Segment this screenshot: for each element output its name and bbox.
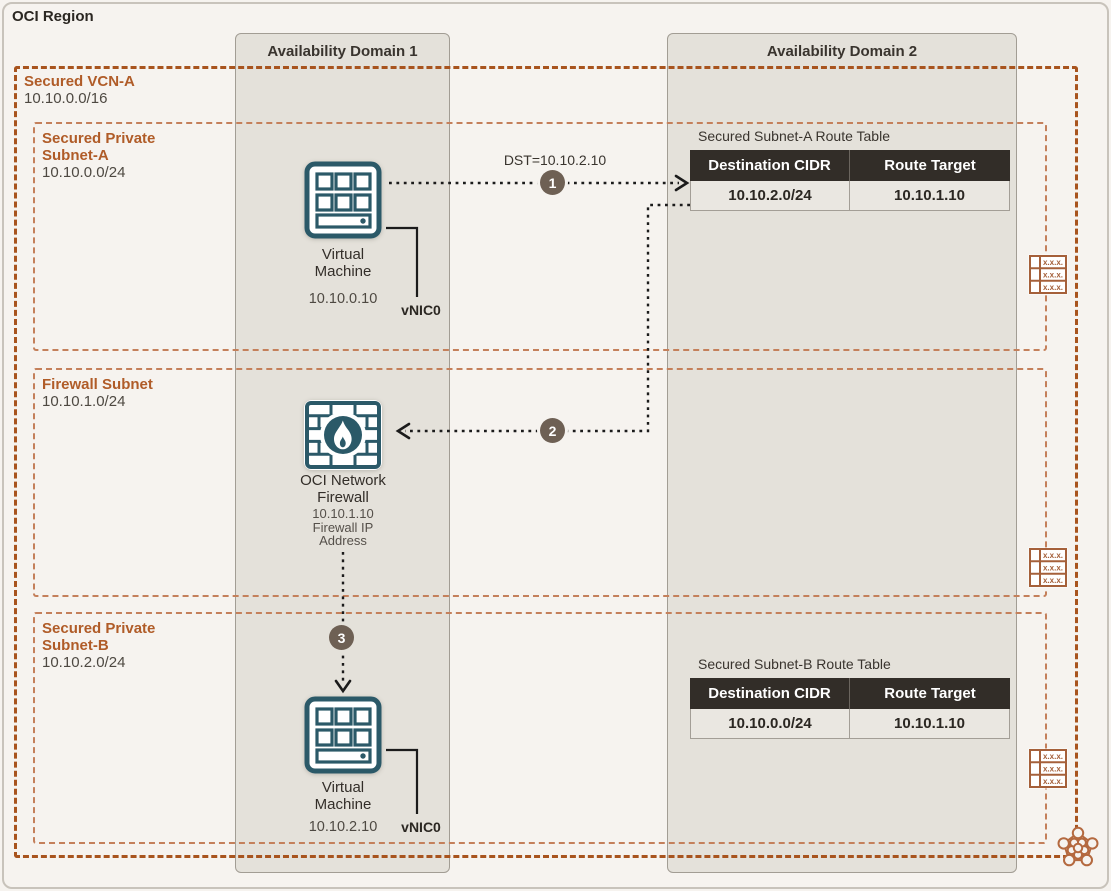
route-table-icon: x.x.x. x.x.x. x.x.x. (1028, 547, 1068, 588)
subnet-a-name-line1: Secured Private (42, 130, 156, 147)
route-table-b-header-target: Route Target (850, 678, 1010, 709)
route-table-icon-text: x.x.x. (1043, 764, 1063, 773)
route-table-a-header-target: Route Target (850, 150, 1010, 181)
availability-domain-2-title: Availability Domain 2 (766, 43, 918, 60)
vm-b-name-line2: Machine (314, 796, 372, 813)
route-table-b: Destination CIDR Route Target 10.10.0.0/… (690, 678, 1010, 739)
route-table-icon-text: x.x.x. (1043, 551, 1063, 560)
firewall-name-line2: Firewall (317, 489, 369, 506)
region-title: OCI Region (12, 8, 94, 25)
virtual-machine-icon (304, 696, 382, 774)
vcn-cidr: 10.10.0.0/16 (24, 90, 108, 107)
firewall-subnet-label: Firewall Subnet 10.10.1.0/24 (42, 376, 153, 410)
firewall-role-line2: Address (319, 533, 367, 548)
subnet-b-name-line2: Subnet-B (42, 637, 109, 654)
dst-annotation: DST=10.10.2.10 (503, 152, 607, 168)
route-table-icon-text: x.x.x. (1043, 283, 1063, 292)
route-table-icon-text: x.x.x. (1043, 258, 1063, 267)
flame-glyph (334, 420, 352, 450)
route-table-icon: x.x.x. x.x.x. x.x.x. (1028, 254, 1068, 295)
route-table-b-header-destination: Destination CIDR (690, 678, 850, 709)
route-table-b-cell-target: 10.10.1.10 (850, 709, 1010, 739)
step-badge-3: 3 (329, 625, 354, 650)
subnet-a-name-line2: Subnet-A (42, 147, 109, 164)
route-table-icon-text: x.x.x. (1043, 777, 1063, 786)
firewall-label: OCI Network Firewall (263, 472, 423, 506)
vm-b-ip: 10.10.2.10 (308, 819, 378, 835)
firewall-ip-block: 10.10.1.10 Firewall IP Address (263, 507, 423, 548)
route-table-a-cell-destination: 10.10.2.0/24 (690, 181, 850, 211)
firewall-subnet-cidr: 10.10.1.0/24 (42, 393, 126, 410)
subnet-b-cidr: 10.10.2.0/24 (42, 654, 126, 671)
vm-a-ip: 10.10.0.10 (308, 291, 378, 307)
vm-a-label: Virtual Machine (263, 246, 423, 280)
firewall-name-line1: OCI Network (300, 472, 386, 489)
firewall-role-line1: Firewall IP (312, 519, 374, 535)
route-table-a-header-destination: Destination CIDR (690, 150, 850, 181)
network-firewall-icon (304, 400, 382, 470)
route-table-a-cell-target: 10.10.1.10 (850, 181, 1010, 211)
route-table-b-cell-destination: 10.10.0.0/24 (690, 709, 850, 739)
vcn-icon (1057, 826, 1099, 867)
route-table-a-title: Secured Subnet-A Route Table (698, 128, 890, 144)
vcn-name: Secured VCN-A (24, 73, 135, 90)
route-table-a: Destination CIDR Route Target 10.10.2.0/… (690, 150, 1010, 211)
subnet-a-cidr: 10.10.0.0/24 (42, 164, 126, 181)
step-badge-2: 2 (540, 418, 565, 443)
route-table-icon-text: x.x.x. (1043, 270, 1063, 279)
route-table-icon-text: x.x.x. (1043, 563, 1063, 572)
vm-b-vnic-label: vNIC0 (401, 819, 441, 835)
firewall-subnet-name: Firewall Subnet (42, 376, 153, 393)
vm-a-name-line1: Virtual (321, 246, 365, 263)
subnet-b-name-line1: Secured Private (42, 620, 156, 637)
vm-b-label: Virtual Machine (263, 779, 423, 813)
firewall-ip: 10.10.1.10 (312, 506, 374, 521)
route-table-icon-text: x.x.x. (1043, 752, 1063, 761)
route-table-icon: x.x.x. x.x.x. x.x.x. (1028, 748, 1068, 789)
route-table-b-title: Secured Subnet-B Route Table (698, 656, 891, 672)
vm-a-name-line2: Machine (314, 263, 372, 280)
step-badge-1: 1 (540, 170, 565, 195)
vm-a-vnic-label: vNIC0 (401, 302, 441, 318)
subnet-b-label: Secured Private Subnet-B 10.10.2.0/24 (42, 620, 155, 671)
vm-b-name-line1: Virtual (321, 779, 365, 796)
route-table-icon-text: x.x.x. (1043, 576, 1063, 585)
virtual-machine-icon (304, 161, 382, 239)
subnet-a-label: Secured Private Subnet-A 10.10.0.0/24 (42, 130, 155, 181)
availability-domain-1-title: Availability Domain 1 (267, 43, 418, 60)
vcn-label: Secured VCN-A 10.10.0.0/16 (24, 73, 135, 107)
